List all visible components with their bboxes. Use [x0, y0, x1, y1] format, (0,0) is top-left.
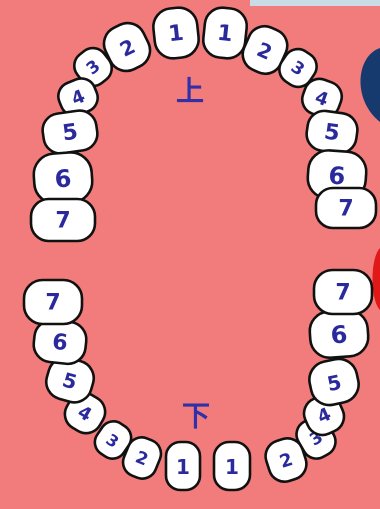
lower-right-tooth-1-number: 1: [225, 455, 239, 479]
lower-right-tooth-7: 7: [314, 270, 372, 314]
upper-right-tooth-6-number: 6: [328, 161, 347, 190]
upper-right-tooth-1: 1: [202, 6, 249, 60]
lower-right-tooth-7-number: 7: [335, 281, 350, 306]
upper-left-tooth-5: 5: [40, 108, 99, 155]
top-strip: [250, 0, 380, 6]
upper-left-tooth-7: 7: [31, 199, 95, 241]
lower-right-tooth-6: 6: [308, 309, 369, 359]
upper-left-tooth-1-number: 1: [167, 21, 185, 47]
lower-left-tooth-7: 7: [24, 280, 82, 324]
upper-right-tooth-1-number: 1: [216, 21, 234, 47]
upper-left-tooth-1: 1: [152, 6, 201, 60]
lower-right-tooth-6-number: 6: [330, 320, 349, 349]
lower-left-tooth-1: 1: [166, 442, 200, 490]
lower-right-tooth-1: 1: [214, 442, 250, 490]
upper-jaw-label: 上: [176, 75, 204, 108]
upper-left-tooth-6: 6: [32, 151, 93, 205]
lower-left-tooth-6-number: 6: [51, 330, 69, 356]
lower-jaw-label: 下: [182, 400, 210, 433]
lower-left-tooth-7-number: 7: [45, 291, 60, 316]
lower-left-tooth-1-number: 1: [176, 455, 190, 479]
upper-right-tooth-5: 5: [304, 109, 359, 156]
upper-left-tooth-7-number: 7: [55, 209, 70, 234]
upper-right-tooth-7-number: 7: [338, 197, 353, 222]
upper-left-tooth-6-number: 6: [54, 164, 73, 193]
upper-right-tooth-7: 7: [316, 188, 376, 228]
lower-left-tooth-6: 6: [32, 318, 88, 365]
